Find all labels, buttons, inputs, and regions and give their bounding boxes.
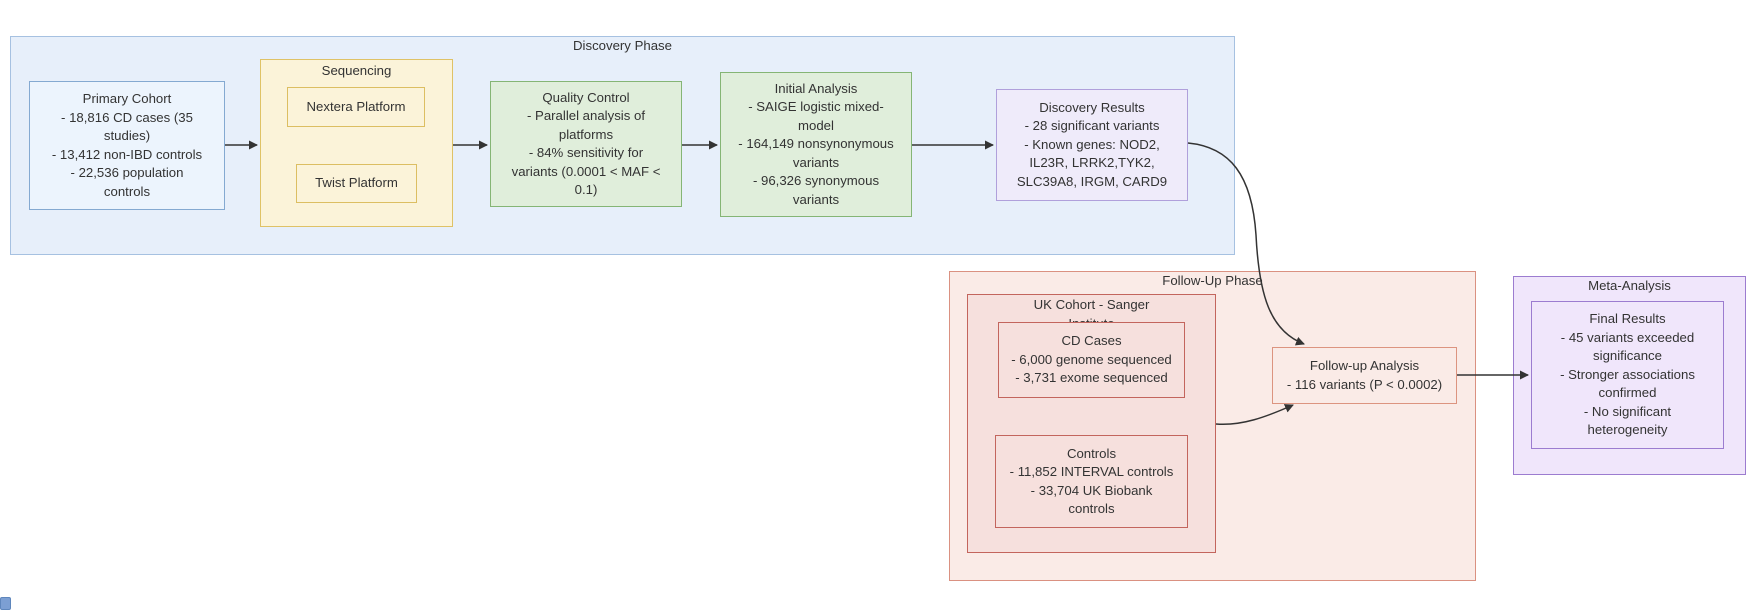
initial-analysis-node: Initial Analysis - SAIGE logistic mixed-…: [720, 72, 912, 217]
quality-control-node: Quality Control - Parallel analysis of p…: [490, 81, 682, 207]
primary-cohort-node: Primary Cohort - 18,816 CD cases (35 stu…: [29, 81, 225, 210]
meta-analysis-title: Meta-Analysis: [1588, 278, 1671, 293]
sequencing-title: Sequencing: [321, 63, 392, 78]
quality-control-label: Quality Control - Parallel analysis of p…: [511, 89, 661, 198]
final-results-label: Final Results - 45 variants exceeded sig…: [1560, 311, 1695, 438]
cd-cases-label: CD Cases - 6,000 genome sequenced - 3,73…: [1011, 333, 1172, 386]
discovery-results-label: Discovery Results - 28 significant varia…: [1016, 99, 1168, 189]
initial-analysis-label: Initial Analysis - SAIGE logistic mixed-…: [738, 80, 894, 207]
followup-analysis-label: Follow-up Analysis - 116 variants (P < 0…: [1286, 358, 1443, 392]
followup-analysis-node: Follow-up Analysis - 116 variants (P < 0…: [1272, 347, 1457, 404]
discovery-results-node: Discovery Results - 28 significant varia…: [996, 89, 1188, 201]
twist-platform-label: Twist Platform: [315, 175, 398, 191]
controls-label: Controls - 11,852 INTERVAL controls - 33…: [1009, 445, 1174, 517]
controls-node: Controls - 11,852 INTERVAL controls - 33…: [995, 435, 1188, 528]
cd-cases-node: CD Cases - 6,000 genome sequenced - 3,73…: [998, 322, 1185, 398]
primary-cohort-label: Primary Cohort - 18,816 CD cases (35 stu…: [51, 91, 203, 199]
nextera-platform-node: Nextera Platform: [287, 87, 425, 127]
nextera-platform-label: Nextera Platform: [306, 98, 406, 114]
clipped-node-fragment: [0, 597, 11, 610]
followup-phase-title: Follow-Up Phase: [1162, 273, 1263, 288]
twist-platform-node: Twist Platform: [296, 164, 417, 203]
final-results-node: Final Results - 45 variants exceeded sig…: [1531, 301, 1724, 449]
discovery-phase-title: Discovery Phase: [573, 38, 672, 53]
